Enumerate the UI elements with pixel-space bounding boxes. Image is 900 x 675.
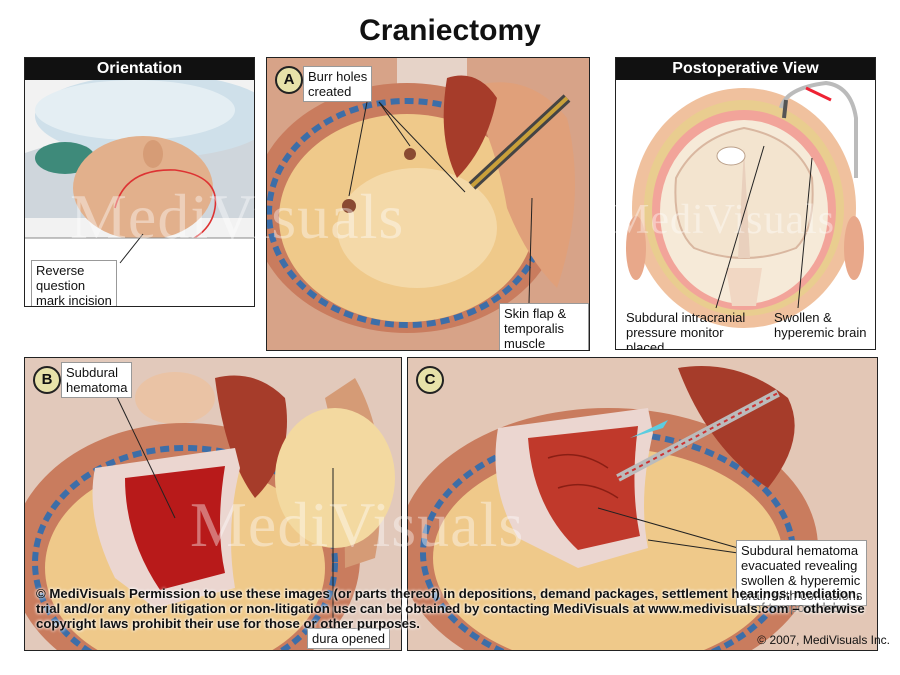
copyright-text: © 2007, MediVisuals Inc. xyxy=(757,633,890,647)
monitor-label: Subdural intracranial pressure monitor p… xyxy=(626,310,746,350)
badge-a: A xyxy=(275,66,303,94)
swollen-brain-label: Swollen & hyperemic brain xyxy=(774,310,867,340)
dura-opened-label: dura opened xyxy=(307,628,391,649)
postop-panel: Postoperative View Subdural intracranial… xyxy=(615,57,876,350)
panel-b: B Subdural hematoma dura opened xyxy=(24,357,402,651)
orientation-illustration xyxy=(25,58,254,306)
postop-illustration xyxy=(616,58,875,349)
orientation-header: Orientation xyxy=(25,58,254,80)
hematoma-illustration xyxy=(25,358,401,650)
evacuated-label: Subdural hematoma evacuated revealing sw… xyxy=(736,540,868,606)
burr-hole-illustration xyxy=(267,58,589,350)
panel-c: C Subdural hematoma evacuated revealing … xyxy=(407,357,878,651)
evacuation-illustration xyxy=(408,358,877,650)
skin-flap-label: Skin flap & temporalis muscle reflected xyxy=(499,303,589,350)
badge-c: C xyxy=(416,366,444,394)
panel-a: A Burr holes created Skin flap & tempora… xyxy=(266,57,590,351)
subdural-hematoma-label: Subdural hematoma xyxy=(61,362,133,398)
page-title: Craniectomy xyxy=(359,14,541,47)
permission-notice: © MediVisuals Permission to use these im… xyxy=(36,586,865,631)
temporal-lobe-label: of temporal lobe xyxy=(754,600,848,615)
postop-header: Postoperative View xyxy=(616,58,875,80)
badge-b: B xyxy=(33,366,61,394)
orientation-panel: Orientation Reverse question mark incisi… xyxy=(24,57,255,307)
burr-holes-label: Burr holes created xyxy=(303,66,373,102)
incision-label: Reverse question mark incision xyxy=(31,260,117,306)
